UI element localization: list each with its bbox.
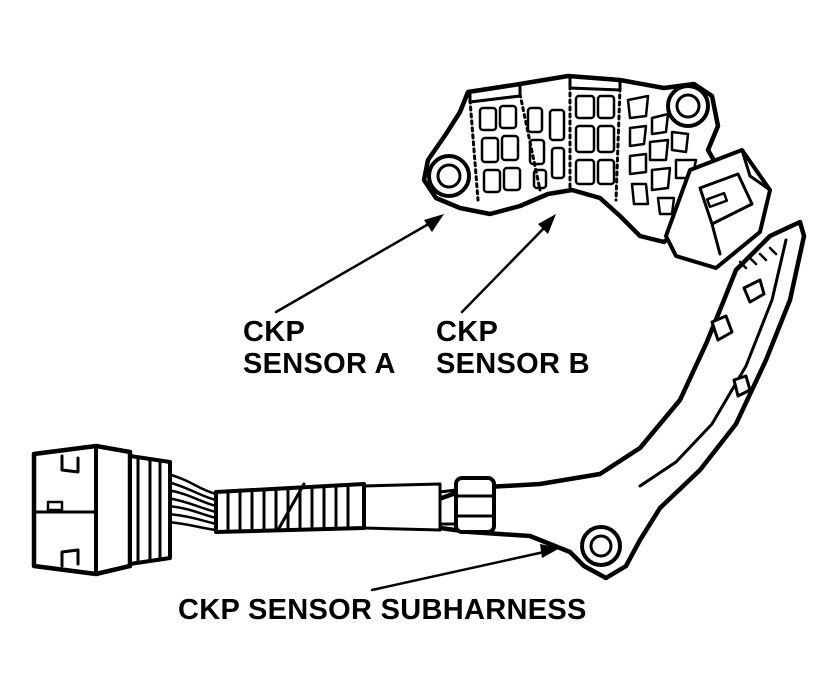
harness-connector <box>31 443 172 577</box>
arrowhead-sensor-b <box>538 214 556 234</box>
arrowhead-subharness <box>540 544 560 558</box>
label-ckp-sensor-b-line2: SENSOR B <box>436 348 590 380</box>
label-ckp-sensor-b-line1: CKP <box>436 316 499 348</box>
label-ckp-sensor-a-line1: CKP <box>243 316 306 348</box>
arrowhead-sensor-a <box>424 214 444 232</box>
exposed-wires <box>166 472 218 532</box>
label-ckp-sensor-a-line2: SENSOR A <box>243 348 396 380</box>
harness-strap <box>433 219 807 581</box>
harness-grommet <box>362 476 496 534</box>
label-ckp-sensor-subharness: CKP SENSOR SUBHARNESS <box>178 594 587 626</box>
leader-lines <box>274 220 548 592</box>
label-ckp-sensor-b: CKP SENSOR B <box>436 316 590 380</box>
label-ckp-sensor-a: CKP SENSOR A <box>243 316 396 380</box>
corrugated-conduit <box>214 482 366 534</box>
sensor-housing <box>421 73 772 270</box>
